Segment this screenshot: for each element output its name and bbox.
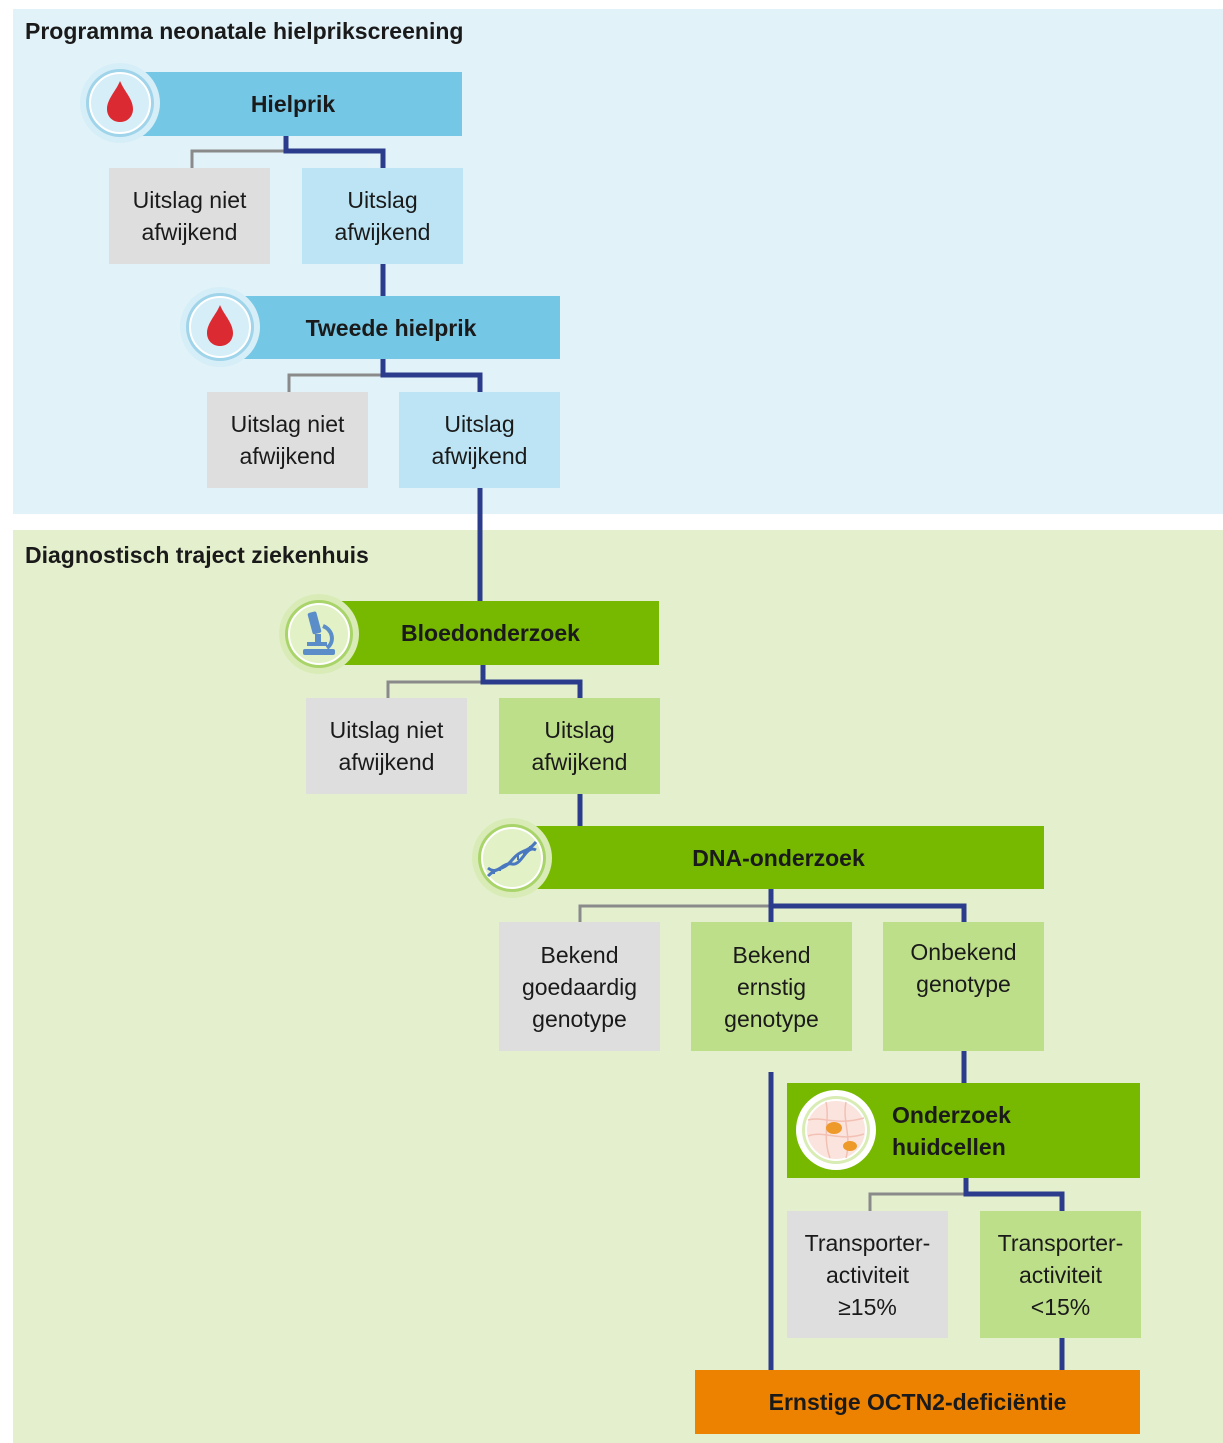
hospital-section-title: Diagnostisch traject ziekenhuis: [25, 542, 369, 568]
step-dna-onderzoek: DNA-onderzoek: [513, 826, 1044, 889]
outcome-dna-benign: Bekend goedaardig genotype: [499, 922, 660, 1051]
screening-section-title: Programma neonatale hielprikscreening: [25, 18, 464, 44]
path-h2-abnormal: [380, 359, 483, 392]
outcome-h1-normal: Uitslag niet afwijkend: [109, 168, 270, 264]
connector-h1-normal: [190, 136, 288, 168]
step-bloedonderzoek-label: Bloedonderzoek: [401, 620, 580, 646]
step-hielprik-label: Hielprik: [250, 91, 336, 117]
step-onderzoek-huidcellen-label: Onderzoek huidcellen: [892, 1101, 1011, 1160]
step-hielprik: Hielprik: [124, 72, 462, 136]
blood-drop-icon: [80, 63, 160, 143]
step-dna-onderzoek-label: DNA-onderzoek: [692, 844, 865, 871]
path-h1-abnormal: [283, 136, 386, 168]
step-bloedonderzoek: Bloedonderzoek: [322, 601, 659, 665]
path-dna-severe-unknown: [768, 889, 967, 922]
blood-drop-icon: [180, 287, 260, 367]
connector-h2-normal: [287, 359, 385, 392]
connector-b-normal: [386, 665, 485, 698]
connector-dna-benign: [578, 889, 772, 922]
path-skin-low: [963, 1178, 1065, 1211]
result-label: Ernstige OCTN2-deficiëntie: [768, 1389, 1067, 1415]
outcome-skin-low: Transporter- activiteit <15%: [980, 1211, 1141, 1338]
step-tweede-hielprik-label: Tweede hielprik: [305, 314, 477, 341]
outcome-h2-normal: Uitslag niet afwijkend: [207, 392, 368, 488]
outcome-h1-abnormal: Uitslag afwijkend: [302, 168, 463, 264]
dna-icon: [472, 818, 552, 898]
outcome-dna-severe: Bekend ernstig genotype: [691, 922, 852, 1051]
outcome-skin-high: Transporter- activiteit ≥15%: [787, 1211, 948, 1338]
step-tweede-hielprik: Tweede hielprik: [222, 296, 560, 359]
outcome-b-abnormal: Uitslag afwijkend: [499, 698, 660, 794]
outcome-b-normal: Uitslag niet afwijkend: [306, 698, 467, 794]
outcome-dna-unknown: Onbekend genotype: [883, 922, 1044, 1051]
microscope-icon: [279, 594, 359, 674]
connector-skin-high: [868, 1178, 968, 1211]
path-b-abnormal: [480, 665, 583, 698]
outcome-h2-abnormal: Uitslag afwijkend: [399, 392, 560, 488]
skin-cells-icon: [796, 1090, 876, 1170]
result-octn2-deficiency: Ernstige OCTN2-deficiëntie: [695, 1370, 1140, 1434]
